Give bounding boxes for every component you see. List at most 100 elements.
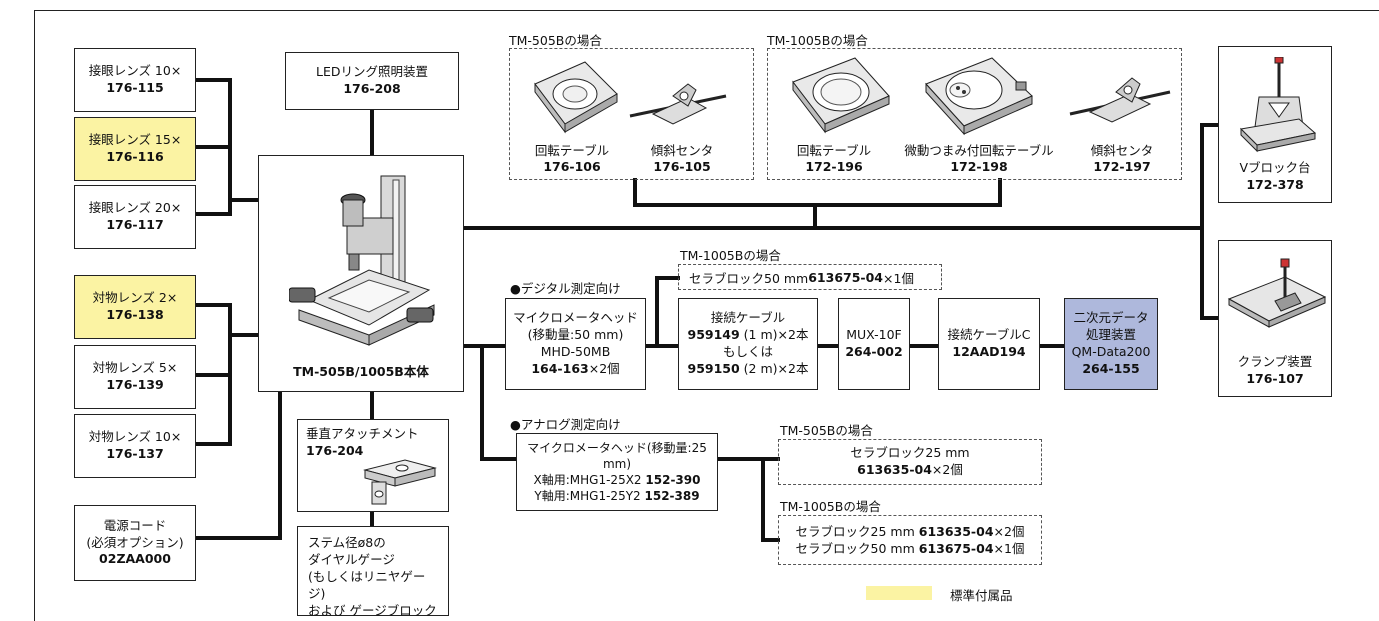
rotary-table-1005-name: 回転テーブル (796, 143, 872, 158)
qm-data-line2: 処理装置 (1085, 327, 1136, 343)
objective-2x-box: 対物レンズ 2× 176-138 (74, 275, 196, 339)
power-cord-code: 02ZAA000 (99, 551, 171, 567)
group-1005-top-label: TM-1005Bの場合 (767, 33, 868, 48)
mux-name: MUX-10F (846, 327, 902, 343)
stem-line2: ダイヤルゲージ (308, 551, 395, 567)
objective-2x-code: 176-138 (106, 307, 164, 322)
legend-label: 標準付属品 (950, 588, 1013, 603)
tm1005-ceramic-code: 613675-04 (808, 269, 884, 285)
group-1005-top-box (767, 48, 1182, 180)
legend-swatch (866, 586, 932, 600)
objective-5x-code: 176-139 (106, 377, 164, 392)
eyepiece-10x-box: 接眼レンズ 10× 176-115 (74, 48, 196, 112)
analog-x-code: 152-390 (645, 473, 701, 487)
stem-line4: および ゲージブロック (308, 602, 437, 618)
cable-c-box: 接続ケーブルC 12AAD194 (938, 298, 1040, 390)
analog-heading: ●アナログ測定向け (510, 417, 621, 432)
rotary-table-1005-code: 172-196 (805, 159, 863, 175)
eyepiece-15x-code: 176-116 (106, 149, 164, 164)
cable-code-1: 959149 (687, 327, 740, 343)
analog-505-box: セラブロック25 mm 613635-04×2個 (778, 439, 1042, 485)
fine-rotary-table-code: 172-198 (950, 159, 1008, 175)
analog-1005-box: セラブロック25 mm 613635-04×2個 セラブロック50 mm 613… (778, 515, 1042, 565)
tm1005-ceramic-qty: ×1個 (883, 270, 914, 286)
led-ring-box: LEDリング照明装置 176-208 (285, 52, 459, 110)
group-505-top-box (509, 48, 754, 180)
analog-505-code: 613635-04 (857, 462, 932, 477)
objective-10x-code: 176-137 (106, 446, 164, 461)
group-505-top-label: TM-505Bの場合 (509, 33, 602, 48)
analog-1005-label: TM-1005Bの場合 (780, 499, 881, 514)
tilt-center-505-caption: 傾斜センタ 176-105 (630, 143, 734, 176)
qm-data-code: 264-155 (1082, 360, 1140, 376)
eyepiece-20x-box: 接眼レンズ 20× 176-117 (74, 185, 196, 249)
tilt-center-1005-code: 172-197 (1093, 159, 1151, 175)
tilt-center-1005-illustration (1069, 77, 1171, 123)
fine-rotary-table-illustration (925, 57, 1033, 136)
tilt-center-505-illustration (629, 83, 727, 125)
cable-spec-1: (1 m)×2本 (739, 327, 809, 343)
analog-505-line1: セラブロック25 mm (850, 445, 970, 461)
clamp-box: クランプ装置 176-107 (1218, 240, 1332, 397)
rotary-table-505-caption: 回転テーブル 176-106 (520, 143, 624, 176)
mux-box: MUX-10F 264-002 (838, 298, 910, 390)
eyepiece-10x-name: 接眼レンズ 10× (88, 63, 182, 79)
clamp-name: クランプ装置 (1237, 354, 1313, 370)
led-ring-code: 176-208 (343, 81, 401, 96)
qm-data-line3: QM-Data200 (1071, 344, 1151, 359)
stem-line3: (もしくはリニヤゲージ) (308, 568, 426, 601)
eyepiece-10x-code: 176-115 (106, 80, 164, 95)
rotary-table-505-name: 回転テーブル (534, 143, 610, 158)
objective-5x-name: 対物レンズ 5× (92, 360, 178, 376)
tm1005-ceramic-label: TM-1005Bの場合 (680, 248, 781, 263)
digital-micrometer-line1: マイクロメータヘッド (513, 310, 638, 326)
analog-y-text: Y軸用:MHG1-25Y2 (534, 489, 645, 504)
main-unit-name: TM-505B/1005B本体 (293, 364, 429, 380)
cable-c-name: 接続ケーブルC (947, 327, 1031, 343)
eyepiece-20x-code: 176-117 (106, 217, 164, 232)
qm-data-box: 二次元データ 処理装置 QM-Data200 264-155 (1064, 298, 1158, 390)
tilt-center-1005-name: 傾斜センタ (1090, 143, 1154, 158)
rotary-table-1005-illustration (792, 57, 890, 134)
eyepiece-15x-name: 接眼レンズ 15× (88, 132, 182, 148)
tm1005-ceramic-box: セラブロック50 mm 613675-04 ×1個 (678, 264, 942, 290)
connection-cable-title: 接続ケーブル (710, 310, 786, 326)
rotary-table-1005-caption: 回転テーブル 172-196 (782, 143, 886, 176)
stem-line1: ステム径ø8の (308, 535, 386, 550)
vertical-attachment-name: 垂直アタッチメント (306, 426, 419, 441)
power-cord-note: (必須オプション) (86, 534, 184, 550)
mux-code: 264-002 (845, 344, 903, 359)
connection-cable-box: 接続ケーブル 959149 (1 m)×2本 もしくは 959150 (2 m)… (678, 298, 818, 390)
analog-y-code: 152-389 (644, 489, 700, 504)
analog-1005-r1-qty: ×2個 (993, 523, 1025, 539)
tm1005-ceramic-text: セラブロック50 mm (689, 270, 809, 286)
clamp-code: 176-107 (1246, 371, 1304, 387)
vertical-attachment-box: 垂直アタッチメント 176-204 (297, 419, 449, 512)
vblock-box: Vブロック台 172-378 (1218, 46, 1332, 203)
objective-5x-box: 対物レンズ 5× 176-139 (74, 345, 196, 409)
tilt-center-505-name: 傾斜センタ (650, 143, 714, 158)
eyepiece-15x-box: 接眼レンズ 15× 176-116 (74, 117, 196, 181)
analog-1005-r2-qty: ×1個 (993, 541, 1025, 556)
digital-micrometer-box: マイクロメータヘッド (移動量:50 mm) MHD-50MB 164-163×… (505, 298, 646, 390)
objective-10x-box: 対物レンズ 10× 176-137 (74, 414, 196, 478)
analog-505-qty: ×2個 (931, 462, 963, 477)
digital-heading: ●デジタル測定向け (510, 281, 621, 296)
analog-1005-r2-code: 613675-04 (918, 541, 994, 556)
cable-or: もしくは (722, 344, 773, 359)
vblock-code: 172-378 (1246, 177, 1304, 193)
rotary-table-505-illustration (534, 61, 618, 134)
rotary-table-505-code: 176-106 (543, 159, 601, 175)
fine-rotary-table-caption: 微動つまみ付回転テーブル 172-198 (900, 143, 1058, 176)
analog-micrometer-box: マイクロメータヘッド(移動量:25 mm) X軸用:MHG1-25X2 152-… (516, 433, 718, 511)
power-cord-box: 電源コード (必須オプション) 02ZAA000 (74, 505, 196, 581)
analog-1005-r1-text: セラブロック25 mm (795, 523, 919, 539)
digital-micrometer-qty: ×2個 (588, 360, 620, 376)
vblock-illustration (1239, 57, 1317, 153)
tilt-center-505-code: 176-105 (653, 159, 711, 175)
tilt-center-1005-caption: 傾斜センタ 172-197 (1070, 143, 1174, 176)
eyepiece-20x-name: 接眼レンズ 20× (88, 200, 182, 216)
digital-micrometer-code: 164-163 (531, 360, 589, 376)
qm-data-line1: 二次元データ (1073, 310, 1149, 326)
